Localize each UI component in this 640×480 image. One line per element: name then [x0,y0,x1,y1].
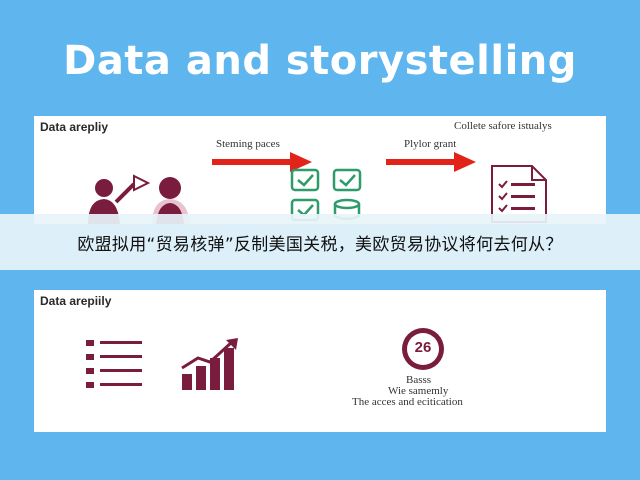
bottom-panel: Data arepiily 26 Basss Wie samemly The a… [34,290,606,432]
document-checklist-icon [491,165,547,223]
caption-line-3: The acces and ecitication [352,396,463,408]
arrow-right-icon [212,152,312,172]
arrow-right-icon [386,152,476,172]
page-title: Data and storystelling [63,38,577,84]
headline-banner: 欧盟拟用“贸易核弹”反制美国关税，美欧贸易协议将何去何从？ [0,214,640,270]
step2-label: Plylor grant [404,138,457,150]
badge-number: 26 [414,339,432,356]
top-panel: Data arepliy Steming paces Plylor grant … [34,116,606,224]
number-badge-icon [402,328,444,370]
step3-label: Collete safore istualys [454,120,552,132]
checklist-icon [290,168,362,222]
top-panel-label: Data arepliy [40,120,109,134]
list-icon [86,340,142,388]
bottom-panel-label: Data arepiily [40,294,112,308]
caption-line-2: Wie samemly [388,385,449,397]
step1-label: Steming paces [216,138,280,150]
headline-text: 欧盟拟用“贸易核弹”反制美国关税，美欧贸易协议将何去何从？ [77,234,563,255]
growth-chart-icon [181,338,238,390]
caption-line-1: Basss [406,374,432,386]
